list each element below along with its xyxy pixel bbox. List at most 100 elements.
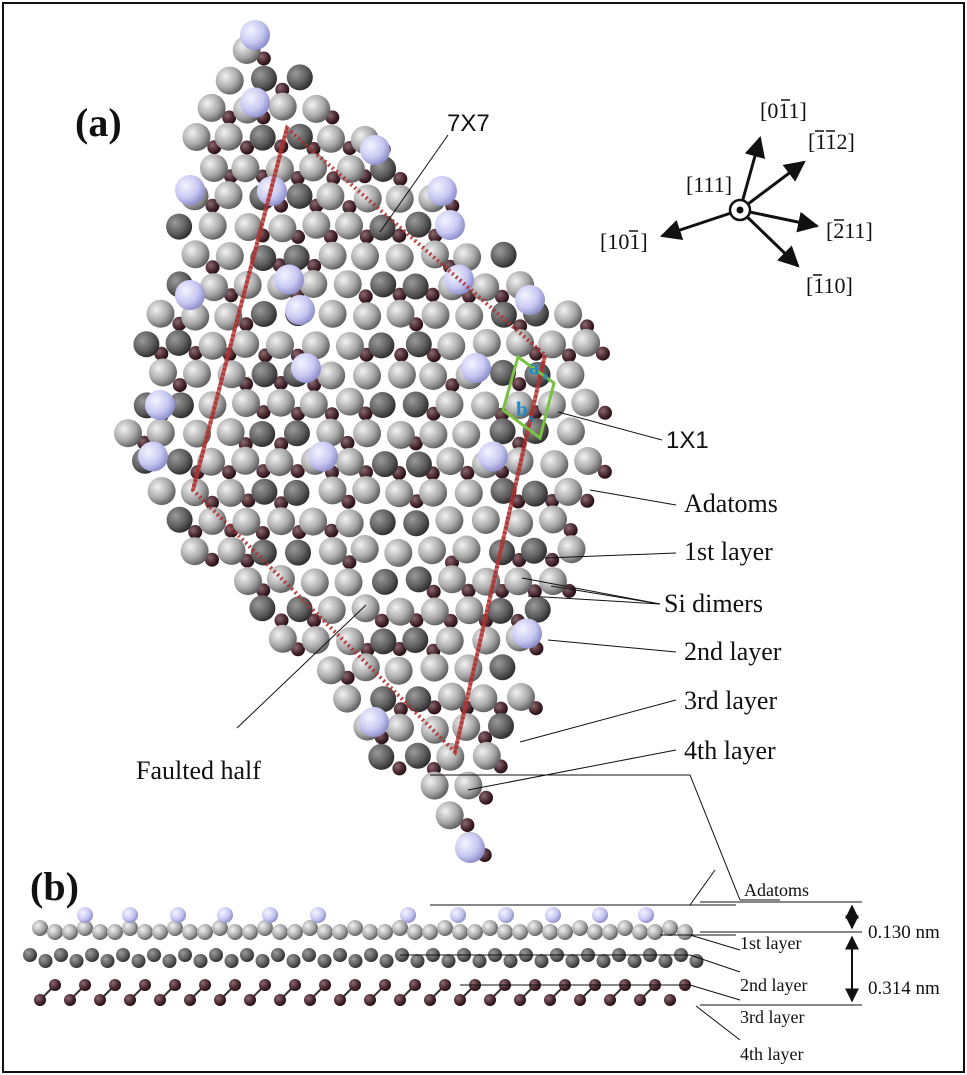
first-layer-atom xyxy=(333,270,362,299)
first-layer-atom xyxy=(335,332,364,360)
second-layer-atom xyxy=(487,597,514,624)
first-layer-atom xyxy=(268,92,297,121)
side-second-atom xyxy=(147,948,161,962)
side-second-atom xyxy=(503,954,518,968)
first-layer-atom xyxy=(419,420,448,449)
adatom xyxy=(444,264,474,295)
side-third-atom xyxy=(199,979,211,991)
first-layer-atom xyxy=(421,240,449,269)
first-layer-atom xyxy=(215,66,244,95)
side-third-atom xyxy=(169,979,181,991)
deep-layer-atom xyxy=(324,523,339,538)
side-second-atom xyxy=(379,954,394,968)
side-deep-atom xyxy=(394,994,406,1006)
first-layer-atom xyxy=(540,450,569,479)
deep-layer-atom xyxy=(359,229,374,244)
side-deep-atom xyxy=(454,994,466,1006)
first-layer-atom xyxy=(265,448,294,477)
first-layer-atom xyxy=(182,123,211,151)
cell-1x1-label: 1X1 xyxy=(666,427,709,454)
side-third-atom xyxy=(379,979,391,991)
panel-a-label: (a) xyxy=(75,100,122,145)
side-deep-atom xyxy=(634,994,646,1006)
deep-layer-atom xyxy=(222,110,237,125)
first-layer-atom xyxy=(420,653,449,682)
first-layer-atom xyxy=(556,417,585,446)
first-layer-atom xyxy=(198,331,227,360)
side-first-atom xyxy=(302,920,318,936)
side-third-atom xyxy=(409,979,421,991)
cell-7x7-label: 7X7 xyxy=(447,110,490,137)
first-layer-atom xyxy=(197,93,226,122)
deep-layer-atom xyxy=(563,523,578,538)
deep-layer-atom xyxy=(479,790,493,805)
deep-layer-atom xyxy=(324,407,339,422)
adatom xyxy=(359,707,389,737)
first-layer-atom xyxy=(435,506,464,535)
side-second-atom xyxy=(209,948,223,962)
side-second-atom xyxy=(317,954,332,968)
second-layer-atom xyxy=(524,596,551,623)
side-third-atom xyxy=(319,979,331,991)
side-first-atom xyxy=(317,924,333,940)
deep-layer-atom xyxy=(205,495,219,510)
first-layer-atom xyxy=(234,213,263,242)
deep-layer-atom xyxy=(392,642,407,656)
first-layer-atom xyxy=(436,742,465,771)
side-first-atom xyxy=(62,924,78,940)
side-deep-atom xyxy=(544,994,556,1006)
deep-layer-atom xyxy=(306,141,321,156)
deep-layer-atom xyxy=(239,317,254,332)
deep-layer-atom xyxy=(597,464,612,479)
first-layer-atom xyxy=(505,391,534,420)
deep-layer-atom xyxy=(409,317,424,332)
first-layer-atom xyxy=(149,358,177,387)
first-layer-atom xyxy=(471,273,500,302)
first-layer-atom xyxy=(386,299,415,328)
side-first-atom xyxy=(422,924,438,940)
first-layer-atom xyxy=(420,597,449,626)
first-layer-atom xyxy=(200,273,228,302)
deep-layer-atom xyxy=(241,493,256,508)
first-layer-atom xyxy=(386,713,414,742)
side-second-atom xyxy=(565,954,580,968)
first-layer-atom xyxy=(216,478,245,507)
deep-layer-atom xyxy=(359,465,373,480)
first-layer-atom xyxy=(455,302,484,330)
first-layer-atom xyxy=(351,242,379,271)
side-adatom xyxy=(262,907,278,923)
adatom xyxy=(435,210,465,240)
side-deep-atom xyxy=(274,994,286,1006)
second-layer-atom xyxy=(402,391,429,418)
side-first-atom xyxy=(32,920,48,936)
deep-layer-atom xyxy=(394,347,409,362)
side-second-atom xyxy=(410,954,425,968)
first-layer-atom xyxy=(384,538,413,567)
direction-diagram: [111] [011] [112] [211] [110] [101] xyxy=(600,98,873,298)
first-layer-atom xyxy=(317,361,346,390)
first-layer-atom xyxy=(231,329,260,358)
first-layer-atom xyxy=(318,476,347,505)
side-second-atom xyxy=(689,954,704,968)
first-layer-atom xyxy=(452,420,481,449)
side-deep-atom xyxy=(304,994,316,1006)
deep-layer-atom xyxy=(273,376,288,390)
first-layer-atom xyxy=(353,419,381,448)
second-layer-atom xyxy=(370,686,397,713)
label-first-layer-a: 1st layer xyxy=(684,537,773,566)
label-second-layer-a: 2nd layer xyxy=(684,637,782,666)
first-layer-atom xyxy=(455,596,484,625)
deep-layer-atom xyxy=(205,198,220,213)
deep-layer-atom xyxy=(595,346,610,361)
first-layer-atom xyxy=(387,360,416,389)
first-layer-atom xyxy=(266,388,295,417)
first-layer-atom xyxy=(469,684,498,713)
first-layer-atom xyxy=(318,299,347,328)
first-layer-atom xyxy=(198,391,227,420)
first-layer-atom xyxy=(316,182,345,211)
unit-cell-7x7 xyxy=(190,124,548,756)
side-first-atom xyxy=(332,924,348,940)
side-second-atom xyxy=(100,954,115,968)
side-second-atom xyxy=(255,954,270,968)
deep-layer-atom xyxy=(224,288,239,303)
